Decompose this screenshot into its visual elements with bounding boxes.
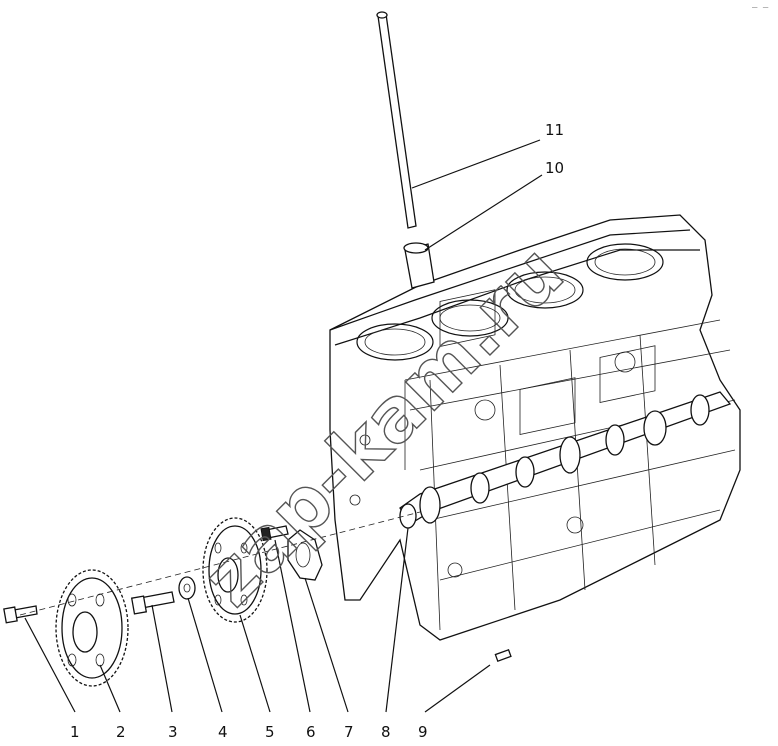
callout-1: 1 (70, 723, 80, 741)
callout-6: 6 (306, 723, 316, 741)
callout-2: 2 (116, 723, 126, 741)
callout-8: 8 (381, 723, 391, 741)
callout-7: 7 (344, 723, 354, 741)
bolt-1 (3, 605, 38, 624)
idler-gear (202, 517, 268, 623)
cylinder-block (329, 214, 741, 641)
callout-labels: 1 2 3 4 5 6 7 8 9 10 11 (70, 121, 564, 741)
tappet (403, 242, 435, 289)
callout-3: 3 (168, 723, 178, 741)
corner-mark: — — (752, 3, 769, 13)
bolt-6 (260, 525, 289, 542)
callout-4: 4 (218, 723, 228, 741)
bolt-3 (130, 591, 175, 615)
callout-10: 10 (545, 159, 564, 177)
callout-5: 5 (265, 723, 275, 741)
washer (178, 576, 196, 600)
assembly-axis (19, 511, 421, 616)
thrust-plate (287, 529, 323, 581)
cam-gear (55, 569, 129, 687)
push-rod (376, 11, 417, 229)
callout-9: 9 (418, 723, 428, 741)
pin (494, 648, 512, 662)
camshaft (399, 391, 732, 529)
callout-11: 11 (545, 121, 564, 139)
leader-lines (24, 139, 543, 713)
